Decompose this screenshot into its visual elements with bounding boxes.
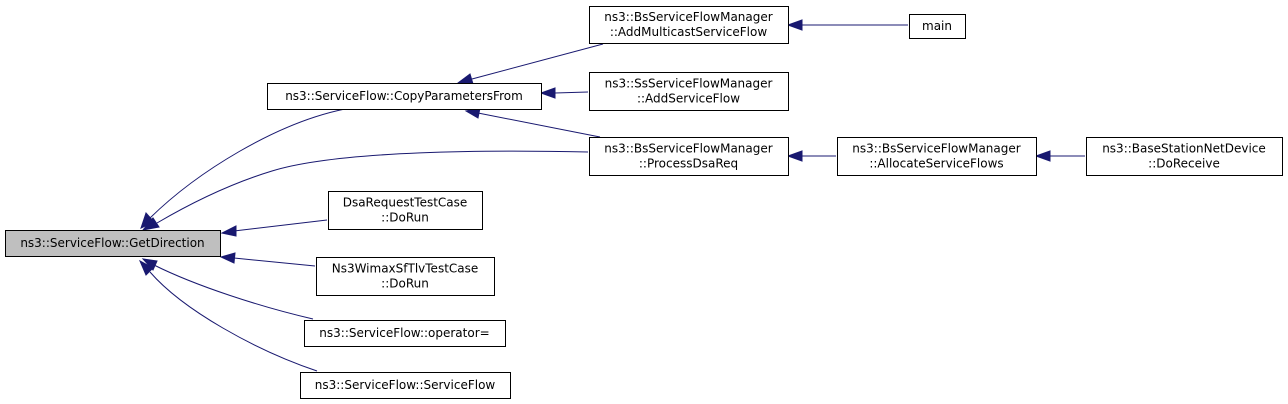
- node-label-line: ns3::ServiceFlow::operator=: [319, 326, 489, 340]
- edges-layer: [138, 19, 1085, 372]
- edge-ns3wimax_dorun-to-getdirection: [219, 252, 316, 267]
- node-box[interactable]: [316, 257, 495, 296]
- edge-line: [233, 257, 316, 267]
- node-label-line: main: [922, 19, 952, 33]
- node-label-line: ns3::ServiceFlow::CopyParametersFrom: [285, 89, 523, 103]
- node-label-line: ::AddMulticastServiceFlow: [610, 25, 767, 39]
- edge-bs_processdsareq-to-copyparams: [464, 107, 601, 138]
- node-box[interactable]: [304, 320, 506, 347]
- edge-arrowhead: [138, 259, 154, 276]
- edge-copyparams-to-getdirection: [140, 108, 346, 229]
- node-bs_allocate[interactable]: ns3::BsServiceFlowManager::AllocateServi…: [837, 137, 1037, 176]
- node-bs_processdsareq[interactable]: ns3::BsServiceFlowManager::ProcessDsaReq: [589, 137, 789, 176]
- edge-line: [149, 108, 346, 219]
- edge-arrowhead: [220, 225, 237, 237]
- edge-arrowhead: [141, 258, 158, 271]
- edge-arrowhead: [786, 150, 803, 162]
- edge-bs_addmulticast-to-copyparams: [456, 43, 604, 85]
- node-ss_addserviceflow[interactable]: ns3::SsServiceFlowManager::AddServiceFlo…: [589, 72, 789, 111]
- edge-line: [153, 264, 314, 320]
- node-bs_addmulticast[interactable]: ns3::BsServiceFlowManager::AddMulticastS…: [589, 6, 789, 44]
- node-box[interactable]: [837, 137, 1037, 176]
- node-label-line: Ns3WimaxSfTlvTestCase: [332, 262, 479, 276]
- node-ctor[interactable]: ns3::ServiceFlow::ServiceFlow: [300, 372, 511, 399]
- node-label-line: ns3::BsServiceFlowManager: [604, 10, 772, 24]
- edge-arrowhead: [1034, 150, 1051, 162]
- edge-arrowhead: [456, 73, 474, 85]
- node-box[interactable]: [267, 83, 542, 110]
- node-label-line: ::AllocateServiceFlows: [869, 157, 1003, 171]
- node-box[interactable]: [300, 372, 511, 399]
- node-label-line: ::DoRun: [381, 277, 429, 291]
- edge-bs_processdsareq-to-getdirection: [141, 150, 589, 231]
- node-label-line: ns3::ServiceFlow::ServiceFlow: [315, 378, 496, 392]
- edge-bsnd_doreceive-to-bs_allocate: [1034, 150, 1085, 162]
- node-label-line: ns3::SsServiceFlowManager: [605, 77, 773, 91]
- node-label-line: ::DoReceive: [1148, 157, 1220, 171]
- node-bsnd_doreceive[interactable]: ns3::BaseStationNetDevice::DoReceive: [1086, 137, 1283, 176]
- node-label-line: ::AddServiceFlow: [637, 92, 740, 106]
- edge-main-to-bs_addmulticast: [786, 19, 908, 31]
- node-ns3wimax_dorun[interactable]: Ns3WimaxSfTlvTestCase::DoRun: [316, 257, 495, 296]
- node-label-line: ns3::BaseStationNetDevice: [1102, 142, 1266, 156]
- node-main[interactable]: main: [909, 14, 966, 39]
- node-box[interactable]: [909, 14, 966, 39]
- edge-ss_addserviceflow-to-copyparams: [539, 87, 589, 99]
- node-label-line: ns3::BsServiceFlowManager: [852, 142, 1020, 156]
- node-operator_eq[interactable]: ns3::ServiceFlow::operator=: [304, 320, 506, 347]
- node-dsarequest_dorun[interactable]: DsaRequestTestCase::DoRun: [328, 191, 483, 230]
- node-copyparams[interactable]: ns3::ServiceFlow::CopyParametersFrom: [267, 83, 542, 110]
- edge-line: [471, 43, 604, 80]
- edge-ctor-to-getdirection: [138, 259, 318, 372]
- node-label-line: ::ProcessDsaReq: [639, 157, 738, 171]
- edge-arrowhead: [786, 19, 803, 31]
- node-box[interactable]: [328, 191, 483, 230]
- edge-arrowhead: [539, 87, 556, 99]
- node-label-line: DsaRequestTestCase: [343, 196, 468, 210]
- edge-bs_allocate-to-bs_processdsareq: [786, 150, 836, 162]
- node-label-line: ns3::ServiceFlow::GetDirection: [20, 236, 204, 250]
- node-getdirection[interactable]: ns3::ServiceFlow::GetDirection: [5, 230, 221, 257]
- node-box[interactable]: [1086, 137, 1283, 176]
- nodes-layer: ns3::ServiceFlow::GetDirectionns3::Servi…: [5, 6, 1283, 399]
- node-box[interactable]: [5, 230, 221, 257]
- edge-line: [233, 219, 328, 232]
- edge-line: [477, 112, 601, 138]
- edge-arrowhead: [219, 252, 236, 264]
- edge-line: [156, 150, 589, 224]
- edge-line: [149, 271, 318, 372]
- edge-dsarequest_dorun-to-getdirection: [220, 219, 328, 237]
- node-label-line: ::DoRun: [381, 211, 429, 225]
- node-label-line: ns3::BsServiceFlowManager: [604, 142, 772, 156]
- edge-arrowhead: [141, 217, 160, 231]
- edge-line: [554, 91, 589, 94]
- node-box[interactable]: [589, 137, 789, 176]
- node-box[interactable]: [589, 6, 789, 44]
- node-box[interactable]: [589, 72, 789, 111]
- edge-operator_eq-to-getdirection: [141, 258, 314, 320]
